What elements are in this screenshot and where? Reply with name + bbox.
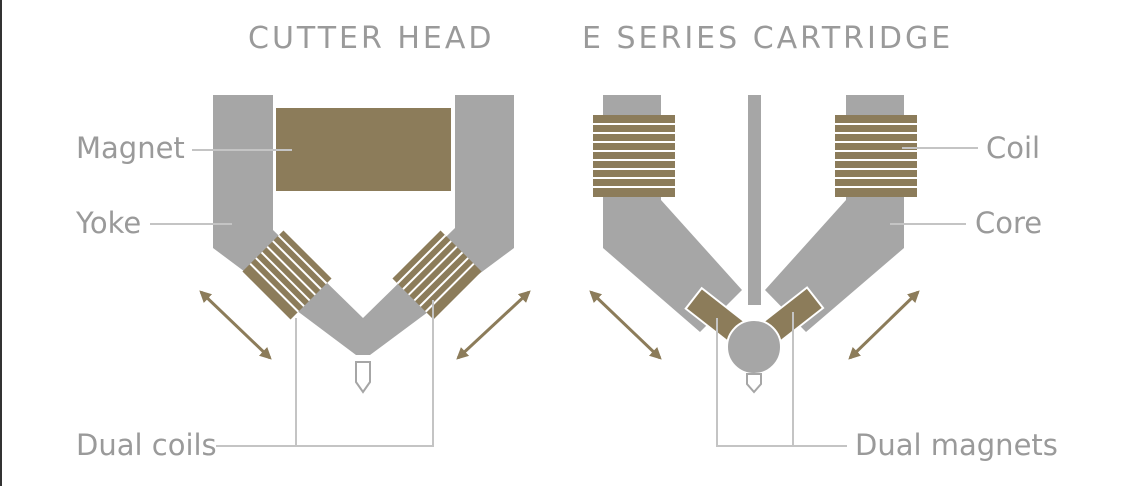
title-cutter-head: CUTTER HEAD [248, 21, 495, 56]
leader-dual-coils-right [296, 300, 434, 447]
label-dual-magnets: Dual magnets [855, 428, 1058, 462]
leader-dual-magnets [716, 312, 794, 447]
left-cartridge-arrow [589, 290, 662, 360]
e-series-cartridge [589, 95, 978, 447]
title-e-series-cartridge: E SERIES CARTRIDGE [582, 21, 954, 56]
left-motion-arrow [199, 290, 272, 360]
armature-ball [726, 319, 782, 375]
left-coil [242, 230, 332, 320]
cutter-stylus [355, 361, 371, 394]
leader-dual-coils [216, 318, 297, 447]
label-dual-coils: Dual coils [76, 428, 217, 462]
cutter-head [150, 95, 531, 447]
label-core: Core [975, 206, 1043, 240]
label-magnet: Magnet [76, 131, 185, 165]
right-cartridge-arrow [848, 290, 920, 360]
cantilever [748, 95, 761, 305]
magnet-block [276, 108, 451, 191]
label-coil: Coil [986, 131, 1041, 165]
right-cartridge-coil [835, 115, 917, 197]
right-motion-arrow [456, 290, 531, 360]
cartridge-stylus [746, 373, 762, 394]
label-yoke: Yoke [76, 206, 142, 240]
left-cartridge-coil [593, 115, 675, 197]
